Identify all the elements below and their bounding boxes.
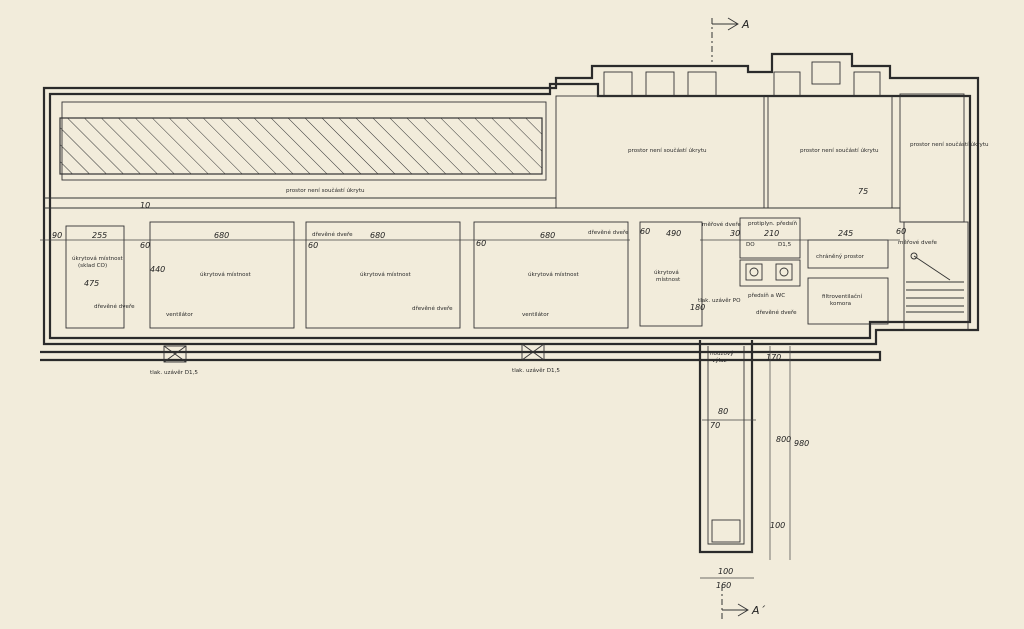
label-measuring-doors-1: měřové dveře	[702, 221, 741, 228]
section-label-a-prime: A´	[751, 604, 766, 617]
section-label-a: A	[741, 18, 750, 31]
label-excluded-right: prostor není součástí úkrytu	[800, 147, 879, 154]
label-wooden-doors-5: dřevěné dveře	[756, 309, 797, 316]
dim-80: 80	[718, 407, 728, 416]
label-shelter-1: úkrytová místnost	[200, 271, 252, 278]
label-ventilator-1: ventilátor	[166, 311, 194, 318]
dim-255: 255	[92, 231, 107, 240]
dim-90: 90	[52, 231, 62, 240]
dim-475: 475	[84, 279, 99, 288]
label-shelter-2: úkrytová místnost	[360, 271, 412, 278]
section-mark-bottom: A´	[721, 585, 766, 620]
label-filter-l1: filtroventilační	[822, 293, 863, 300]
dim-60-2: 60	[308, 241, 318, 250]
dim-160: 160	[716, 581, 731, 590]
label-pressure-lock-po: tlak. uzávěr PO	[698, 297, 741, 304]
label-storage-line2: (sklad CO)	[78, 263, 107, 269]
label-storage-line1: úkrytová místnost	[72, 255, 124, 262]
ventilator-boxes	[163, 343, 545, 363]
dim-170: 170	[766, 353, 781, 362]
label-pressure: protiplyn. předsíň	[748, 220, 798, 227]
dim-210: 210	[764, 229, 779, 238]
dim-100b: 100	[770, 521, 785, 530]
label-emergency-l1: nouzový	[710, 350, 734, 357]
label-filter-l2: komora	[830, 301, 851, 307]
label-pressure-d15: D1,5	[778, 242, 792, 248]
dim-800: 800	[776, 435, 791, 444]
label-excluded-mid: prostor není součástí úkrytu	[628, 147, 707, 154]
dim-60-3: 60	[476, 239, 486, 248]
dim-75: 75	[858, 187, 868, 196]
dim-70: 70	[710, 421, 720, 430]
label-shelter-4-l1: úkrytová	[654, 269, 679, 276]
label-measuring-doors-2: měřové dveře	[898, 239, 937, 246]
dim-680-2: 680	[370, 231, 385, 240]
staircase	[906, 252, 964, 313]
label-ventilator-2: ventilátor	[522, 311, 550, 318]
dim-60-4: 60	[640, 227, 650, 236]
label-wooden-doors-2: dřevěné dveře	[312, 231, 353, 238]
dim-680-3: 680	[540, 231, 555, 240]
dim-60-1: 60	[140, 241, 150, 250]
label-dry-wc: předsíň a WC	[748, 292, 785, 299]
label-wooden-doors-1: dřevěné dveře	[94, 303, 135, 310]
dim-30: 30	[730, 229, 740, 238]
label-shelter-4-l2: místnost	[656, 276, 681, 283]
label-protected: chráněný prostor	[816, 253, 865, 260]
shelter-rooms	[65, 217, 969, 331]
dim-180: 180	[690, 303, 705, 312]
dim-680-1: 680	[214, 231, 229, 240]
dim-10: 10	[140, 201, 150, 210]
section-mark-top: A	[711, 17, 750, 62]
label-excluded-corridor: prostor není součástí úkrytu	[286, 187, 365, 194]
hatched-zone	[59, 117, 543, 175]
dim-60-5: 60	[896, 227, 906, 236]
label-pressure-lock-1: tlak. uzávěr D1,5	[150, 369, 198, 376]
room-excluded-corner	[899, 93, 965, 223]
outer-walls	[40, 52, 980, 362]
wc-fixtures	[745, 263, 793, 281]
emergency-shaft	[698, 340, 754, 554]
label-pressure-do: DO	[746, 242, 755, 248]
dim-245: 245	[838, 229, 853, 238]
roof-bays	[603, 61, 881, 97]
label-excluded-corner: prostor není součástí úkrytu	[910, 141, 989, 148]
label-pressure-lock-2: tlak. uzávěr D1,5	[512, 367, 560, 374]
label-wooden-doors-4: dřevěné dveře	[588, 229, 629, 236]
dim-100: 100	[718, 567, 733, 576]
dimension-lines	[40, 239, 900, 579]
label-shelter-3: úkrytová místnost	[528, 271, 580, 278]
label-wooden-doors-3: dřevěné dveře	[412, 305, 453, 312]
dim-440: 440	[150, 265, 165, 274]
label-emergency-l2: výlaz	[712, 357, 727, 364]
dim-490: 490	[666, 229, 681, 238]
dim-980: 980	[794, 439, 809, 448]
